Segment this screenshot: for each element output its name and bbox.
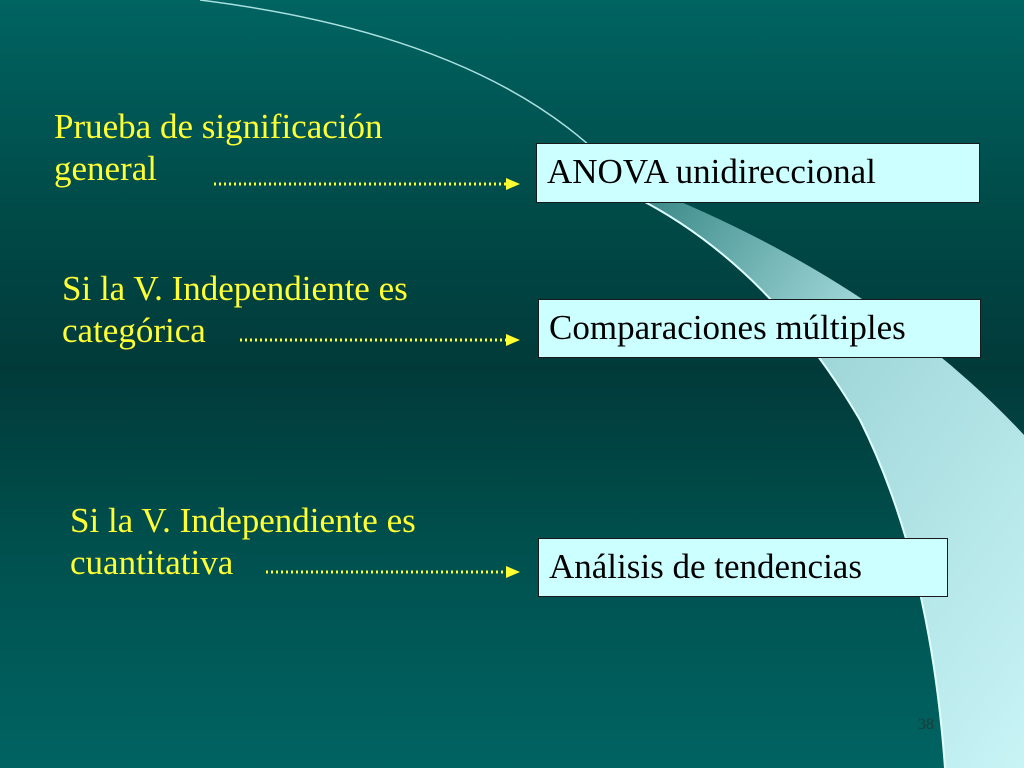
swoosh-shape bbox=[610, 185, 1024, 768]
row-label-general-test: Prueba de significación general bbox=[54, 106, 383, 190]
label-line: Si la V. Independiente es bbox=[70, 501, 416, 540]
result-box-multiple-comparisons: Comparaciones múltiples bbox=[538, 299, 981, 358]
label-line: categórica bbox=[62, 311, 206, 350]
connector-arrow-1 bbox=[214, 178, 520, 190]
label-line: Prueba de significación bbox=[54, 107, 383, 146]
page-number: 38 bbox=[918, 716, 934, 733]
result-box-trend-analysis: Análisis de tendencias bbox=[538, 538, 948, 597]
label-line: cuantitativa bbox=[70, 543, 234, 582]
row-label-categorical: Si la V. Independiente es categórica bbox=[62, 268, 408, 352]
label-line: Si la V. Independiente es bbox=[62, 269, 408, 308]
label-line: general bbox=[54, 149, 157, 188]
result-text: Análisis de tendencias bbox=[549, 547, 862, 586]
result-text: ANOVA unidireccional bbox=[547, 152, 876, 191]
result-text: Comparaciones múltiples bbox=[549, 308, 906, 347]
connector-arrow-2 bbox=[240, 334, 520, 346]
row-label-quantitative: Si la V. Independiente es cuantitativa bbox=[70, 500, 416, 584]
result-box-anova: ANOVA unidireccional bbox=[536, 143, 980, 203]
connector-arrow-3 bbox=[266, 566, 520, 578]
swoosh-edge bbox=[609, 184, 946, 768]
